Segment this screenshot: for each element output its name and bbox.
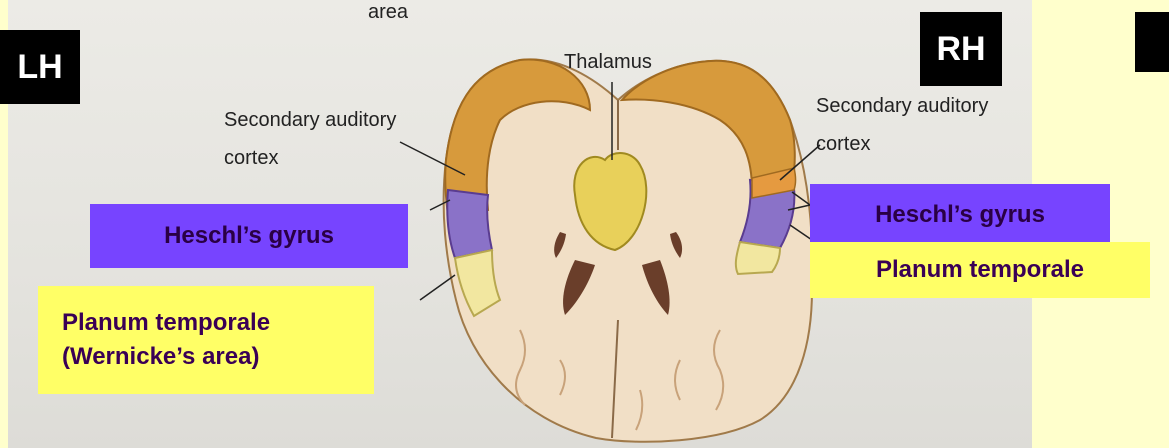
right-planum-region — [736, 242, 780, 274]
heschl-gyrus-left-callout: Heschl’s gyrus — [90, 204, 408, 268]
planum-left-line1: Planum temporale — [62, 306, 270, 340]
planum-left-line2: (Wernicke’s area) — [62, 340, 259, 374]
thalamus-label: Thalamus — [564, 50, 652, 75]
right-hemisphere-badge: RH — [920, 12, 1002, 86]
planum-temporale-right-callout: Planum temporale — [810, 242, 1150, 298]
leader-planum-left — [420, 275, 455, 300]
secondary-auditory-right-line1: Secondary auditory — [816, 94, 988, 119]
secondary-auditory-right-line2: cortex — [816, 132, 870, 157]
partial-area-label: area — [368, 2, 408, 24]
planum-temporale-left-callout: Planum temporale (Wernicke’s area) — [38, 286, 374, 394]
left-hemisphere-badge: LH — [0, 30, 80, 104]
edge-black-box — [1135, 12, 1169, 72]
secondary-auditory-left-line2: cortex — [224, 146, 278, 171]
left-heschl-region — [447, 190, 492, 258]
heschl-gyrus-right-callout: Heschl’s gyrus — [810, 184, 1110, 246]
secondary-auditory-left-line1: Secondary auditory — [224, 108, 396, 133]
